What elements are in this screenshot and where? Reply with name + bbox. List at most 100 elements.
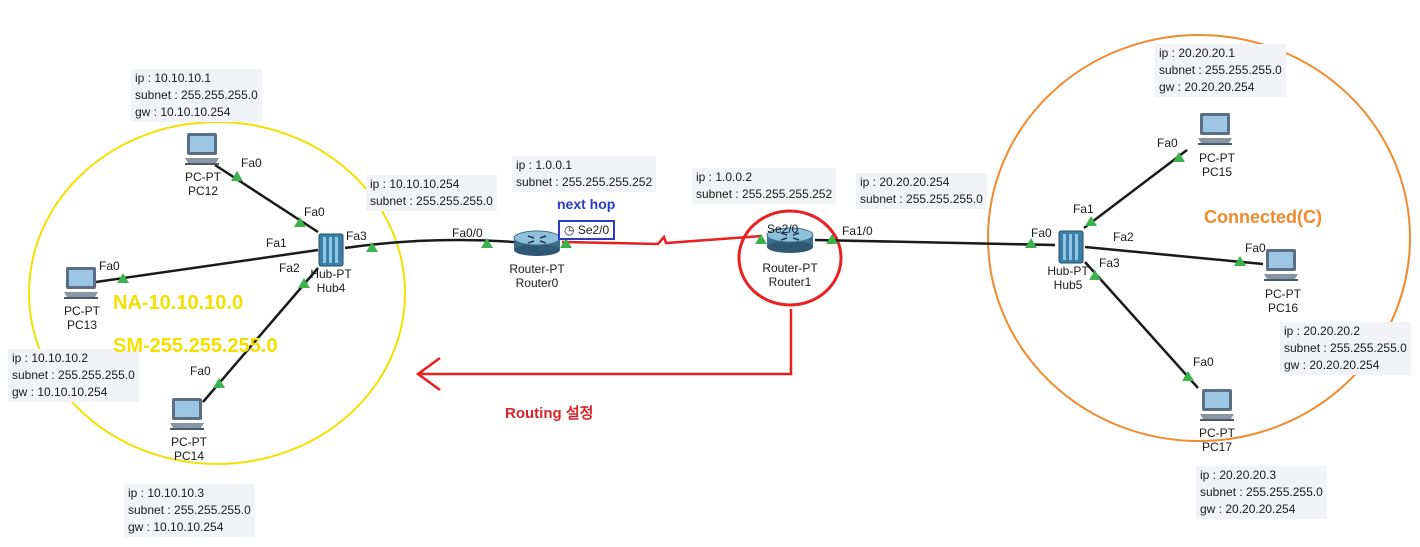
cable-pc14-hub4[interactable] — [202, 267, 319, 403]
note-gateway: gw : 20.20.20.254 — [1159, 80, 1255, 94]
subnet-mask-annotation: SM-255.255.255.0 — [113, 335, 278, 357]
note-ip: ip : 10.10.10.2 — [12, 351, 89, 365]
note-subnet: subnet : 255.255.255.0 — [135, 88, 258, 102]
device-type: PC-PT — [1199, 151, 1235, 165]
port-light-pc17 — [1182, 371, 1194, 381]
note-gateway: gw : 20.20.20.254 — [1200, 502, 1296, 516]
note-ip: ip : 1.0.0.1 — [516, 158, 573, 172]
device-type: PC-PT — [171, 435, 207, 449]
port-label-pc14-fa0: Fa0 — [190, 364, 211, 378]
routing-setting-annotation: Routing 설정 — [505, 405, 594, 422]
port-label-pc13-fa0: Fa0 — [99, 259, 120, 273]
device-type: Router-PT — [509, 262, 565, 276]
routing-arrow-head — [415, 356, 441, 392]
pc13-device-label: PC-PT PC13 — [57, 304, 107, 332]
device-type: PC-PT — [64, 304, 100, 318]
port-light-hub5-fa1 — [1085, 216, 1097, 226]
port-light-hub4-fa2 — [298, 278, 310, 288]
note-subnet: subnet : 255.255.255.0 — [128, 503, 251, 517]
port-light-pc16 — [1234, 256, 1246, 266]
port-light-hub4-fa3 — [366, 242, 378, 252]
port-label-hub5-fa1: Fa1 — [1073, 202, 1094, 216]
port-label-hub4-fa1: Fa1 — [266, 236, 287, 250]
device-type: Router-PT — [762, 261, 818, 275]
port-light-router0-se20 — [560, 238, 572, 248]
port-label-pc12-fa0: Fa0 — [241, 156, 262, 170]
note-ip: ip : 10.10.10.254 — [370, 177, 460, 191]
next-hop-annotation: next hop — [557, 196, 616, 212]
port-light-hub5-fa3 — [1089, 270, 1101, 280]
pc-icon[interactable] — [1198, 388, 1236, 422]
pc-icon[interactable] — [62, 266, 100, 300]
hub-icon[interactable] — [1058, 230, 1084, 264]
note-ip: ip : 20.20.20.3 — [1200, 468, 1277, 482]
device-name: PC16 — [1267, 301, 1299, 315]
port-label-hub5-fa2: Fa2 — [1113, 230, 1134, 244]
cable-pc16-hub5[interactable] — [1084, 245, 1264, 266]
note-subnet: subnet : 255.255.255.252 — [516, 175, 653, 189]
note-ip: ip : 20.20.20.254 — [860, 175, 950, 189]
pc17-device-label: PC-PT PC17 — [1192, 426, 1242, 454]
note-pc15: ip : 20.20.20.1 subnet : 255.255.255.0 g… — [1155, 44, 1286, 97]
next-hop-port-box: ◷ Se2/0 — [558, 220, 616, 240]
note-subnet: subnet : 255.255.255.252 — [696, 187, 833, 201]
note-router1-se20: ip : 1.0.0.2 subnet : 255.255.255.252 — [692, 168, 837, 204]
port-light-hub4-fa0 — [294, 217, 306, 227]
pc-icon[interactable] — [1196, 112, 1234, 146]
pc16-device-label: PC-PT PC16 — [1258, 287, 1308, 315]
device-name: PC13 — [66, 318, 98, 332]
cable-pc17-hub5[interactable] — [1084, 261, 1199, 389]
pc15-device-label: PC-PT PC15 — [1192, 151, 1242, 179]
device-type: PC-PT — [185, 170, 221, 184]
device-name: PC17 — [1201, 440, 1233, 454]
port-label-pc17-fa0: Fa0 — [1193, 355, 1214, 369]
note-pc14: ip : 10.10.10.3 subnet : 255.255.255.0 g… — [124, 484, 255, 537]
cable-pc15-hub5[interactable] — [1083, 149, 1188, 229]
router-icon[interactable] — [512, 228, 562, 258]
router0-device-label: Router-PT Router0 — [503, 262, 571, 290]
port-label-pc16-fa0: Fa0 — [1245, 241, 1266, 255]
pc12-device-label: PC-PT PC12 — [178, 170, 228, 198]
connected-annotation: Connected(C) — [1204, 207, 1322, 227]
device-name: Hub5 — [1053, 278, 1083, 292]
port-label-pc15-fa0: Fa0 — [1157, 136, 1178, 150]
hub5-device-label: Hub-PT Hub5 — [1043, 264, 1093, 292]
port-light-router0-fa00 — [481, 238, 493, 248]
note-ip: ip : 10.10.10.1 — [135, 71, 212, 85]
note-gateway: gw : 10.10.10.254 — [135, 105, 231, 119]
pc-icon[interactable] — [1262, 248, 1300, 282]
device-name: PC15 — [1201, 165, 1233, 179]
serial-router0-router1[interactable] — [561, 234, 763, 246]
note-subnet: subnet : 255.255.255.0 — [370, 194, 493, 208]
port-light-pc13 — [117, 273, 129, 283]
yellow-zone-circle — [28, 121, 406, 465]
port-label-router0-fa00: Fa0/0 — [452, 226, 483, 240]
device-type: Hub-PT — [310, 267, 352, 281]
pc-icon[interactable] — [183, 132, 221, 166]
port-label-hub4-fa2: Fa2 — [279, 261, 300, 275]
note-ip: ip : 10.10.10.3 — [128, 486, 205, 500]
cable-pc13-hub4[interactable] — [95, 248, 319, 284]
port-label-hub5-fa3: Fa3 — [1099, 256, 1120, 270]
port-light-pc15 — [1173, 152, 1185, 162]
cable-router1-hub5[interactable] — [814, 238, 1056, 247]
pc-icon[interactable] — [168, 397, 206, 431]
port-label-router1-fa10: Fa1/0 — [842, 224, 873, 238]
device-name: Router1 — [768, 275, 812, 289]
router1-highlight-circle — [737, 209, 843, 307]
device-type: Hub-PT — [1047, 264, 1089, 278]
router-icon[interactable] — [765, 225, 815, 255]
device-name: Router0 — [515, 276, 559, 290]
note-subnet: subnet : 255.255.255.0 — [1284, 341, 1407, 355]
port-label-hub5-fa0: Fa0 — [1031, 226, 1052, 240]
routing-arrow-line — [420, 309, 793, 376]
cable-hub4-router0[interactable] — [344, 238, 515, 250]
router1-device-label: Router-PT Router1 — [756, 261, 824, 289]
note-ip: ip : 20.20.20.2 — [1284, 324, 1361, 338]
note-pc17: ip : 20.20.20.3 subnet : 255.255.255.0 g… — [1196, 466, 1327, 519]
note-ip: ip : 20.20.20.1 — [1159, 46, 1236, 60]
hub-icon[interactable] — [318, 233, 344, 267]
port-light-hub5-fa0 — [1025, 238, 1037, 248]
